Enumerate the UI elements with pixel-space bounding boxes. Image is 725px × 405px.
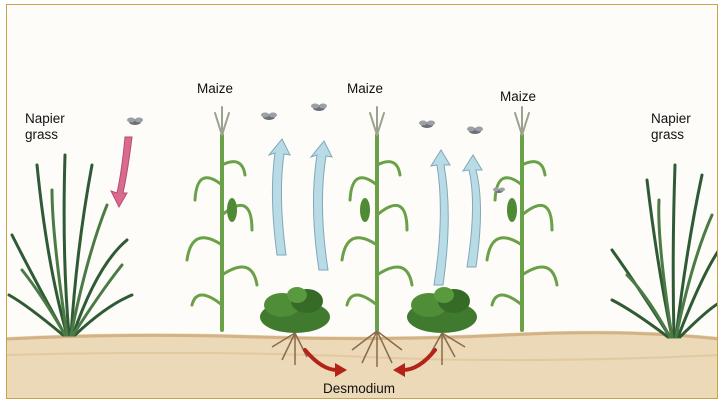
label-maize-right: Maize <box>500 89 536 105</box>
label-desmodium: Desmodium <box>323 381 395 397</box>
napier-grass-right <box>612 165 718 337</box>
desmodium-bush-right <box>407 287 477 333</box>
label-maize-left: Maize <box>197 81 233 97</box>
desmodium-bush-left <box>260 287 330 333</box>
label-napier-grass-left: Napier grass <box>25 111 65 143</box>
maize-plant-right <box>487 107 557 330</box>
maize-plant-left <box>187 107 257 330</box>
napier-grass-left <box>9 155 132 335</box>
diagram-frame: Napier grass Napier grass Maize Maize Ma… <box>6 4 718 399</box>
attract-arrow-icon <box>111 137 132 207</box>
maize-plant-center <box>342 107 412 330</box>
label-maize-center: Maize <box>347 81 383 97</box>
label-napier-grass-right: Napier grass <box>651 111 691 143</box>
push-pull-scene <box>7 5 718 399</box>
